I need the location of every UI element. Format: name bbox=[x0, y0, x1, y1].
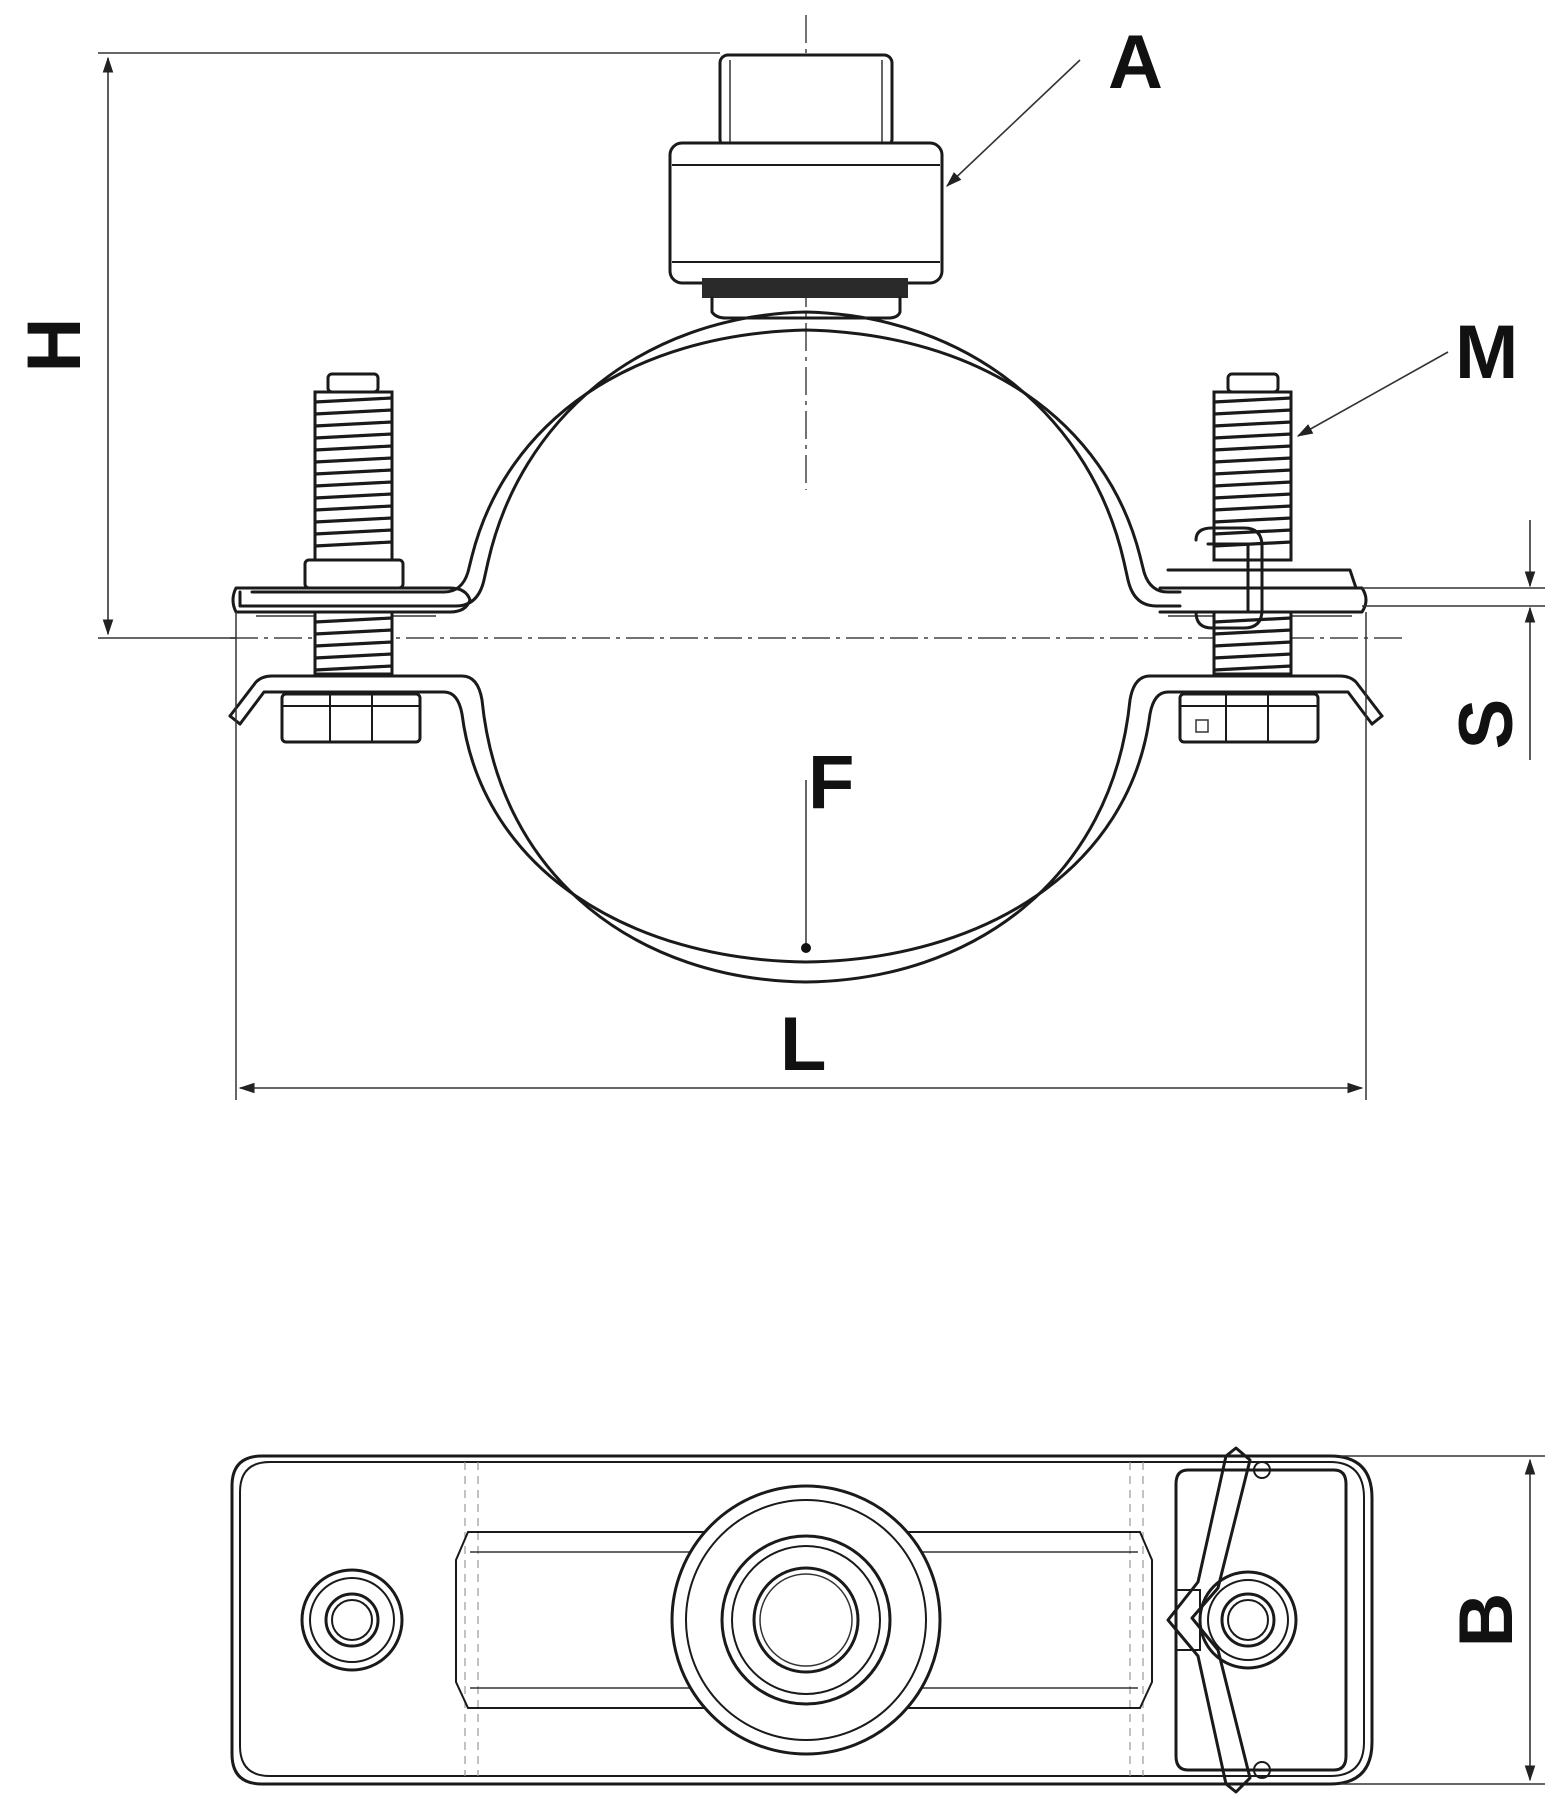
label-A: A bbox=[1108, 20, 1163, 105]
dimension-H bbox=[98, 52, 720, 639]
top-view bbox=[230, 1446, 1545, 1794]
label-B: B bbox=[1444, 1593, 1529, 1648]
force-point bbox=[801, 943, 811, 953]
leader-A bbox=[946, 59, 1081, 187]
left-bolt bbox=[280, 372, 422, 744]
right-bolt bbox=[1178, 372, 1320, 744]
label-L: L bbox=[780, 1002, 826, 1087]
lower-clamp-band bbox=[228, 674, 1384, 984]
leader-M bbox=[1296, 351, 1449, 437]
label-M: M bbox=[1455, 310, 1518, 395]
label-S: S bbox=[1444, 699, 1529, 750]
label-H: H bbox=[12, 318, 97, 373]
threaded-socket bbox=[668, 53, 944, 320]
dimension-S bbox=[1362, 520, 1545, 760]
dimension-L bbox=[235, 612, 1367, 1100]
front-view bbox=[98, 15, 1545, 1100]
dimension-B bbox=[1340, 1455, 1545, 1785]
label-F: F bbox=[808, 740, 854, 825]
